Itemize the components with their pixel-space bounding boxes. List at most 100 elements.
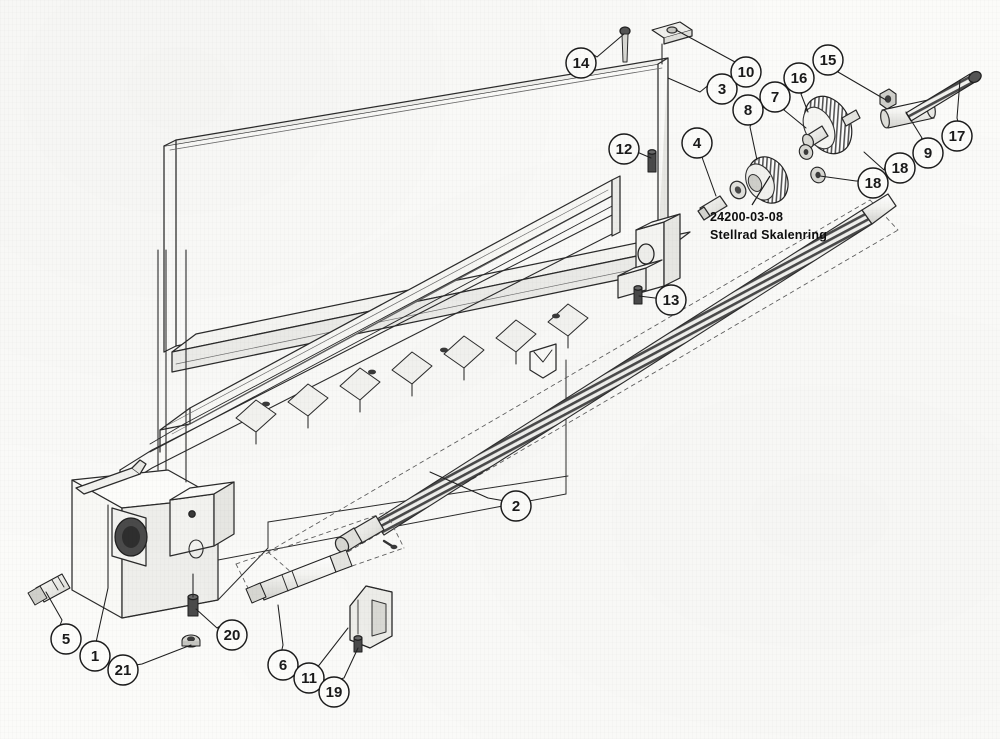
callout-7[interactable]: 7: [759, 81, 807, 129]
part-16-washer: [729, 180, 747, 200]
callout-leader-20: [195, 608, 221, 629]
callout-21[interactable]: 21: [107, 644, 192, 686]
callout-balloon-8[interactable]: [732, 94, 764, 126]
callout-number-7: 7: [771, 89, 779, 106]
callout-18[interactable]: 18: [863, 151, 916, 184]
callout-14[interactable]: 14: [565, 33, 625, 79]
annotation-description: Stellrad Skalenring: [710, 228, 827, 242]
callout-number-18: 18: [865, 175, 882, 192]
callout-18[interactable]: 18: [819, 167, 889, 199]
callout-3[interactable]: 3: [667, 73, 738, 105]
part-17-threaded-bolt: [905, 70, 982, 122]
callout-9[interactable]: 9: [905, 111, 944, 169]
callout-8[interactable]: 8: [732, 94, 764, 161]
callout-balloon-6[interactable]: [267, 649, 299, 681]
callout-balloon-18[interactable]: [884, 152, 916, 184]
callout-number-14: 14: [573, 55, 590, 72]
callout-balloon-20[interactable]: [216, 619, 248, 651]
callout-balloon-15[interactable]: [812, 44, 844, 76]
leadscrew-assembly: [267, 193, 899, 581]
callout-leader-18: [863, 151, 887, 171]
callout-6[interactable]: 6: [267, 604, 299, 681]
part-19-set-screw: [353, 635, 363, 653]
callout-balloon-12[interactable]: [608, 133, 640, 165]
part-21-washer: [181, 634, 201, 648]
callout-number-5: 5: [62, 631, 70, 648]
callout-leader-14: [592, 33, 625, 58]
bed-ribs: [235, 303, 589, 445]
callout-20[interactable]: 20: [195, 608, 248, 651]
callout-leader-17: [956, 79, 961, 122]
callout-balloon-21[interactable]: [107, 654, 139, 686]
part-18-washer-lower: [798, 144, 814, 160]
callout-13[interactable]: 13: [638, 284, 687, 316]
callout-16[interactable]: 16: [783, 62, 815, 113]
callout-number-6: 6: [279, 657, 287, 674]
callout-balloon-14[interactable]: [565, 47, 597, 79]
callout-number-2: 2: [512, 498, 520, 515]
part-11-knob: [349, 585, 393, 649]
callout-leader-19: [340, 647, 359, 680]
part-20-bolt: [187, 573, 199, 617]
callout-12[interactable]: 12: [608, 133, 652, 165]
callout-leader-18: [819, 175, 859, 182]
annotation-part-number: 24200-03-08: [710, 210, 783, 224]
callout-leader-15: [837, 67, 887, 101]
callout-number-11: 11: [301, 670, 317, 687]
callout-balloon-5[interactable]: [50, 623, 82, 655]
callout-balloon-19[interactable]: [318, 676, 350, 708]
callout-balloon-7[interactable]: [759, 81, 791, 113]
bed-bolt-holes: [262, 313, 560, 407]
callout-15[interactable]: 15: [812, 44, 887, 101]
callout-balloon-10[interactable]: [730, 56, 762, 88]
part-5-fitting: [27, 573, 71, 606]
callout-leader-6: [277, 604, 284, 651]
callout-balloon-18[interactable]: [857, 167, 889, 199]
callout-17[interactable]: 17: [941, 79, 973, 152]
part-18-washer-upper: [810, 166, 826, 184]
part-7-gear: [801, 95, 861, 155]
callout-balloon-4[interactable]: [681, 127, 713, 159]
callout-balloon-11[interactable]: [293, 662, 325, 694]
callout-number-19: 19: [326, 684, 343, 701]
part-4-plunger: [697, 195, 728, 221]
callout-1[interactable]: 1: [79, 504, 111, 672]
lathe-bed-casting: [119, 57, 691, 489]
callout-number-8: 8: [744, 102, 752, 119]
callout-leader-1: [95, 504, 109, 642]
callout-leader-2: [429, 471, 503, 502]
headstock-housing: [71, 249, 569, 619]
callout-4[interactable]: 4: [681, 127, 717, 197]
top-fasteners: [619, 21, 693, 65]
callout-number-1: 1: [91, 648, 99, 665]
callout-2[interactable]: 2: [429, 471, 532, 522]
callout-number-13: 13: [663, 292, 680, 309]
callout-number-18: 18: [892, 160, 909, 177]
part-14-screw: [619, 26, 631, 63]
callout-leader-16: [800, 91, 809, 113]
callout-balloon-17[interactable]: [941, 120, 973, 152]
callout-19[interactable]: 19: [318, 647, 359, 708]
callout-balloon-3[interactable]: [706, 73, 738, 105]
callout-5[interactable]: 5: [45, 591, 82, 655]
callout-leader-7: [783, 107, 807, 129]
part-15-nut: [879, 88, 897, 110]
part-number-annotation: 24200-03-08 Stellrad Skalenring: [710, 175, 827, 242]
callout-balloon-16[interactable]: [783, 62, 815, 94]
callout-number-3: 3: [718, 81, 726, 98]
callout-10[interactable]: 10: [675, 29, 762, 88]
callout-number-4: 4: [693, 135, 702, 152]
callout-number-9: 9: [924, 145, 932, 162]
callout-balloon-2[interactable]: [500, 490, 532, 522]
callout-leader-10: [675, 29, 736, 65]
callout-leader-21: [136, 644, 192, 666]
callout-leader-11: [317, 627, 349, 667]
callout-11[interactable]: 11: [293, 627, 349, 694]
callout-number-20: 20: [224, 627, 241, 644]
callout-balloon-1[interactable]: [79, 640, 111, 672]
callout-number-21: 21: [115, 662, 132, 679]
callout-balloon-9[interactable]: [912, 137, 944, 169]
part-12-pin: [647, 149, 657, 173]
callout-balloon-13[interactable]: [655, 284, 687, 316]
